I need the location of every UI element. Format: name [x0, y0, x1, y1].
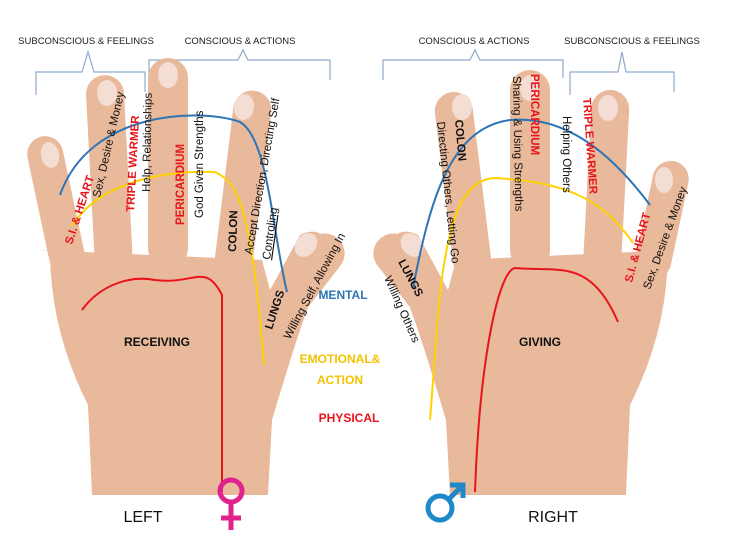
right-physical-curve	[474, 266, 619, 493]
right-side-label: RIGHT	[528, 509, 578, 526]
male-symbol-icon	[425, 482, 466, 523]
right-mental-curve	[412, 118, 651, 289]
left-ring-organ: TRIPLE WARMER	[125, 114, 142, 212]
left-hand	[27, 58, 345, 495]
right-emotional-curve	[429, 176, 634, 421]
legend-physical: PHYSICAL	[319, 411, 380, 425]
right-palm-label: GIVING	[519, 335, 561, 349]
right-middle-organ: PERICARDIUM	[528, 74, 540, 155]
left-index-organ: COLON	[227, 210, 240, 252]
left-emotional-curve	[71, 170, 265, 366]
legend-action: ACTION	[317, 373, 363, 387]
right-subconscious-header: SUBCONSCIOUS & FEELINGS	[564, 36, 700, 47]
left-physical-curve	[81, 275, 223, 492]
right-ring-meaning: Helping Others	[560, 116, 572, 193]
left-middle-meaning: God Given Strengths	[194, 110, 206, 218]
left-palm-label: RECEIVING	[124, 335, 190, 349]
left-index-meaning-2: Controling	[261, 207, 280, 261]
legend-emotional: EMOTIONAL&	[300, 352, 381, 366]
left-side-label: LEFT	[123, 509, 162, 526]
left-middle-organ: PERICARDIUM	[175, 144, 187, 225]
left-subconscious-header: SUBCONSCIOUS & FEELINGS	[18, 36, 154, 47]
right-middle-meaning: Sharing & Using Strengths	[510, 76, 524, 212]
right-index-organ: COLON	[452, 119, 468, 161]
right-conscious-header: CONSCIOUS & ACTIONS	[419, 36, 530, 47]
left-ring-meaning: Help, Relationships	[141, 93, 155, 193]
legend-mental: MENTAL	[318, 288, 367, 302]
left-conscious-header: CONSCIOUS & ACTIONS	[185, 36, 296, 47]
left-mental-curve	[59, 114, 288, 293]
female-symbol-icon	[217, 477, 245, 530]
brace-lines	[35, 48, 675, 95]
